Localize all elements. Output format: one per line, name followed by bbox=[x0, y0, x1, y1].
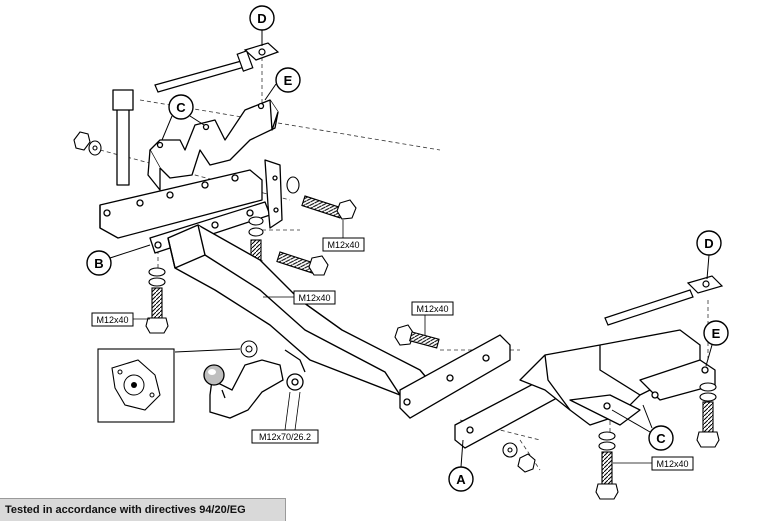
size-text-bolt-center: M12x40 bbox=[416, 304, 448, 314]
socket-inset-box bbox=[97, 348, 175, 423]
callout-c-left-label: C bbox=[176, 100, 186, 115]
size-label-bolt-center: M12x40 bbox=[411, 301, 454, 335]
callout-d-right: D bbox=[696, 230, 722, 280]
size-label-bolt-left: M12x40 bbox=[91, 312, 150, 327]
size-label-ball-bolts: M12x70/26.2 bbox=[251, 391, 319, 444]
callout-b-label: B bbox=[94, 256, 103, 271]
bolt-middle-lower bbox=[276, 251, 329, 276]
size-label-bolt-upper-right: M12x40 bbox=[322, 220, 365, 252]
callout-e-top: E bbox=[264, 67, 301, 101]
right-side-bracket bbox=[519, 329, 716, 426]
bolt-lower-right bbox=[595, 431, 619, 500]
callout-a-label: A bbox=[456, 472, 466, 487]
callout-b: B bbox=[86, 244, 151, 276]
nut-washer-lower-center bbox=[502, 442, 536, 473]
left-side-bracket bbox=[99, 89, 283, 254]
bolt-center bbox=[394, 324, 440, 349]
strap-plate-d-right bbox=[604, 275, 724, 326]
callout-d-top: D bbox=[249, 5, 275, 46]
strap-plate-d-top bbox=[154, 42, 280, 93]
size-text-bolt-lower-right: M12x40 bbox=[656, 459, 688, 469]
approval-footer-note: Tested in accordance with directives 94/… bbox=[0, 498, 286, 521]
nut-washer-left-top bbox=[73, 131, 102, 156]
end-plate-a bbox=[399, 334, 569, 449]
callout-c-right-label: C bbox=[656, 431, 666, 446]
size-text-bolt-left: M12x40 bbox=[96, 315, 128, 325]
callout-d-top-label: D bbox=[257, 11, 266, 26]
size-label-bolt-lower-right: M12x40 bbox=[613, 456, 694, 471]
callout-c-right: C bbox=[611, 404, 674, 451]
callout-e-top-label: E bbox=[284, 73, 293, 88]
size-text-bolt-upper-right: M12x40 bbox=[327, 240, 359, 250]
bolt-right-vertical-e bbox=[696, 382, 720, 448]
tow-ball bbox=[203, 349, 306, 419]
size-text-ball-bolts: M12x70/26.2 bbox=[259, 432, 311, 442]
socket-plate-detail bbox=[174, 340, 258, 358]
callout-d-right-label: D bbox=[704, 236, 713, 251]
size-label-bolt-middle: M12x40 bbox=[263, 290, 336, 305]
main-cross-bar bbox=[167, 224, 431, 396]
callout-c-left: C bbox=[161, 94, 205, 141]
callout-e-right: E bbox=[703, 320, 729, 367]
callout-e-right-label: E bbox=[712, 326, 721, 341]
callout-a: A bbox=[448, 439, 474, 492]
bolt-upper-right bbox=[286, 176, 357, 220]
bolt-left-vertical bbox=[145, 267, 169, 334]
size-text-bolt-middle: M12x40 bbox=[298, 293, 330, 303]
